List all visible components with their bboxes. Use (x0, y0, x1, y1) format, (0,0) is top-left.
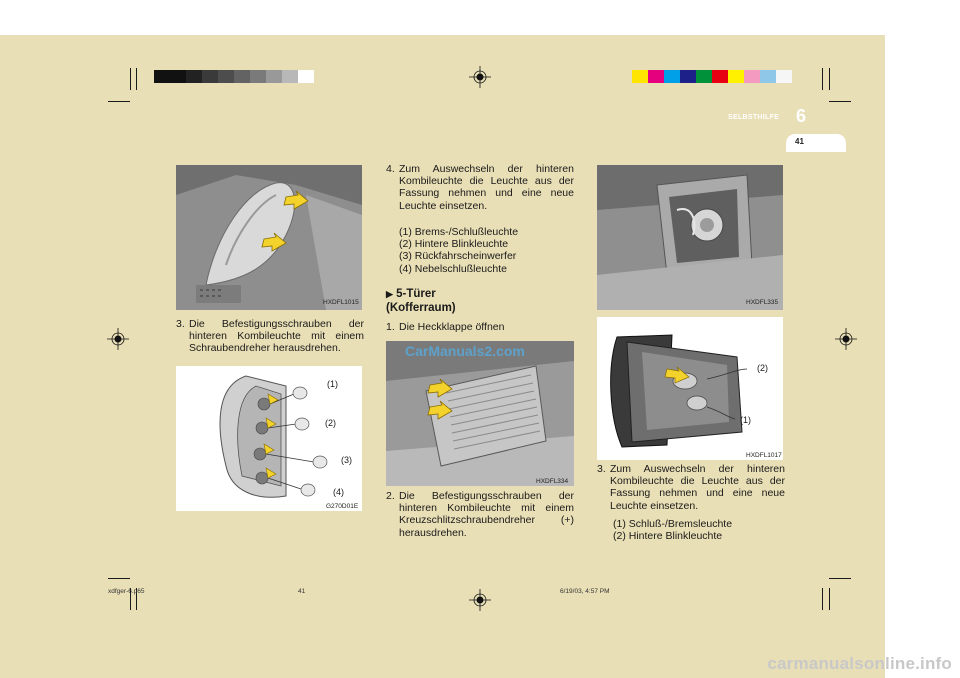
list-item: (2) Hintere Blinkleuchte (613, 530, 723, 543)
calibration-swatch (760, 70, 776, 83)
calibration-swatch (154, 70, 170, 83)
photo-code: HXDFL335 (746, 299, 779, 306)
calibration-swatch (282, 70, 298, 83)
footer-filename: xdfger-6.p65 (108, 588, 145, 595)
step-3-text: 3. Zum Auswechseln der hinteren Kombileu… (597, 463, 785, 512)
step-4-text: 4. Zum Auswechseln der hinteren Kombileu… (386, 163, 574, 212)
calibration-swatch (234, 70, 250, 83)
photo-code: G270D01E (326, 503, 359, 510)
section-label: SELBSTHILFE (728, 114, 780, 121)
photo-code: HXDFL1015 (323, 299, 359, 306)
callout-label: (2) (757, 363, 768, 373)
calibration-swatch (298, 70, 314, 83)
calibration-swatch (712, 70, 728, 83)
step-number: 2. (386, 490, 395, 502)
heading-line-2: (Kofferraum) (386, 302, 456, 314)
step-body: Die Befestigungsschrauben der hinteren K… (399, 490, 574, 539)
calibration-swatch (728, 70, 744, 83)
callout-label: (1) (740, 415, 751, 425)
calibration-swatch (744, 70, 760, 83)
list-item: (3) Rückfahrscheinwerfer (399, 250, 517, 263)
illustration-rear-lamp-bulbs (176, 366, 362, 511)
watermark-text: CarManuals2.com (405, 343, 525, 359)
arrow-marker-icon: ▶ (386, 289, 393, 299)
calibration-swatch (202, 70, 218, 83)
photo-lamp-unit-removed (597, 317, 783, 460)
step-number: 3. (597, 463, 606, 475)
footer-page: 41 (298, 588, 306, 595)
page-number-tab (786, 134, 846, 152)
step-number: 3. (176, 318, 185, 330)
list-item: (4) Nebelschlußleuchte (399, 262, 507, 275)
callout-label: (3) (341, 455, 352, 465)
calibration-swatch (664, 70, 680, 83)
list-item: (2) Hintere Blinkleuchte (399, 238, 509, 251)
page-number: 41 (795, 137, 804, 146)
photo-lamp-opening (597, 165, 783, 310)
step-body: Zum Auswechseln der hinteren Kombileucht… (610, 463, 785, 512)
photo-trunk-trim-cover (386, 341, 574, 486)
calibration-swatch (680, 70, 696, 83)
section-heading: ▶ 5-Türer (386, 288, 436, 301)
step-body: Die Heckklappe öffnen (399, 321, 505, 333)
photo-code: HXDFL334 (536, 478, 569, 485)
footer-date: 6/19/03, 4:57 PM (560, 588, 610, 595)
step-2-text: 2. Die Befestigungsschrauben der hintere… (386, 490, 574, 539)
calibration-swatch (218, 70, 234, 83)
calibration-swatch (186, 70, 202, 83)
step-1-text: 1. Die Heckklappe öffnen (386, 321, 574, 333)
step-number: 4. (386, 163, 395, 175)
manual-page: SELBSTHILFE 6 41 HXDFL1015 3. Die Befest… (0, 35, 885, 678)
list-item: (1) Schluß-/Bremsleuchte (613, 518, 733, 530)
list-item: (1) Brems-/Schlußleuchte (399, 226, 519, 238)
site-watermark: carmanualsonline.info (767, 654, 952, 673)
photo-lamp-housing-screws (176, 165, 362, 310)
color-calibration-bar (632, 70, 792, 83)
section-number: 6 (796, 106, 807, 126)
registration-mark-icon (835, 328, 857, 350)
photo-code: HXDFL1017 (746, 452, 782, 459)
bulb-list: (1) Schluß-/Bremsleuchte (2) Hintere Bli… (613, 518, 793, 542)
registration-mark-icon (107, 328, 129, 350)
calibration-swatch (776, 70, 792, 83)
step-body: Zum Auswechseln der hinteren Kombileucht… (399, 163, 574, 212)
callout-label: (1) (327, 379, 338, 389)
registration-mark-icon (469, 66, 491, 88)
registration-mark-icon (469, 589, 491, 611)
bulb-list: (1) Brems-/Schlußleuchte (2) Hintere Bli… (399, 226, 579, 275)
step-3-text: 3. Die Befestigungsschrauben der hintere… (176, 318, 364, 355)
callout-label: (4) (333, 487, 344, 497)
calibration-swatch (632, 70, 648, 83)
header-band (0, 35, 885, 150)
calibration-swatch (266, 70, 282, 83)
grayscale-calibration-bar (154, 70, 314, 83)
calibration-swatch (648, 70, 664, 83)
calibration-swatch (696, 70, 712, 83)
step-body: Die Befestigungsschrauben der hinteren K… (189, 318, 364, 355)
step-number: 1. (386, 321, 395, 333)
calibration-swatch (170, 70, 186, 83)
calibration-swatch (250, 70, 266, 83)
heading-line-1: 5-Türer (396, 288, 436, 300)
callout-label: (2) (325, 418, 336, 428)
